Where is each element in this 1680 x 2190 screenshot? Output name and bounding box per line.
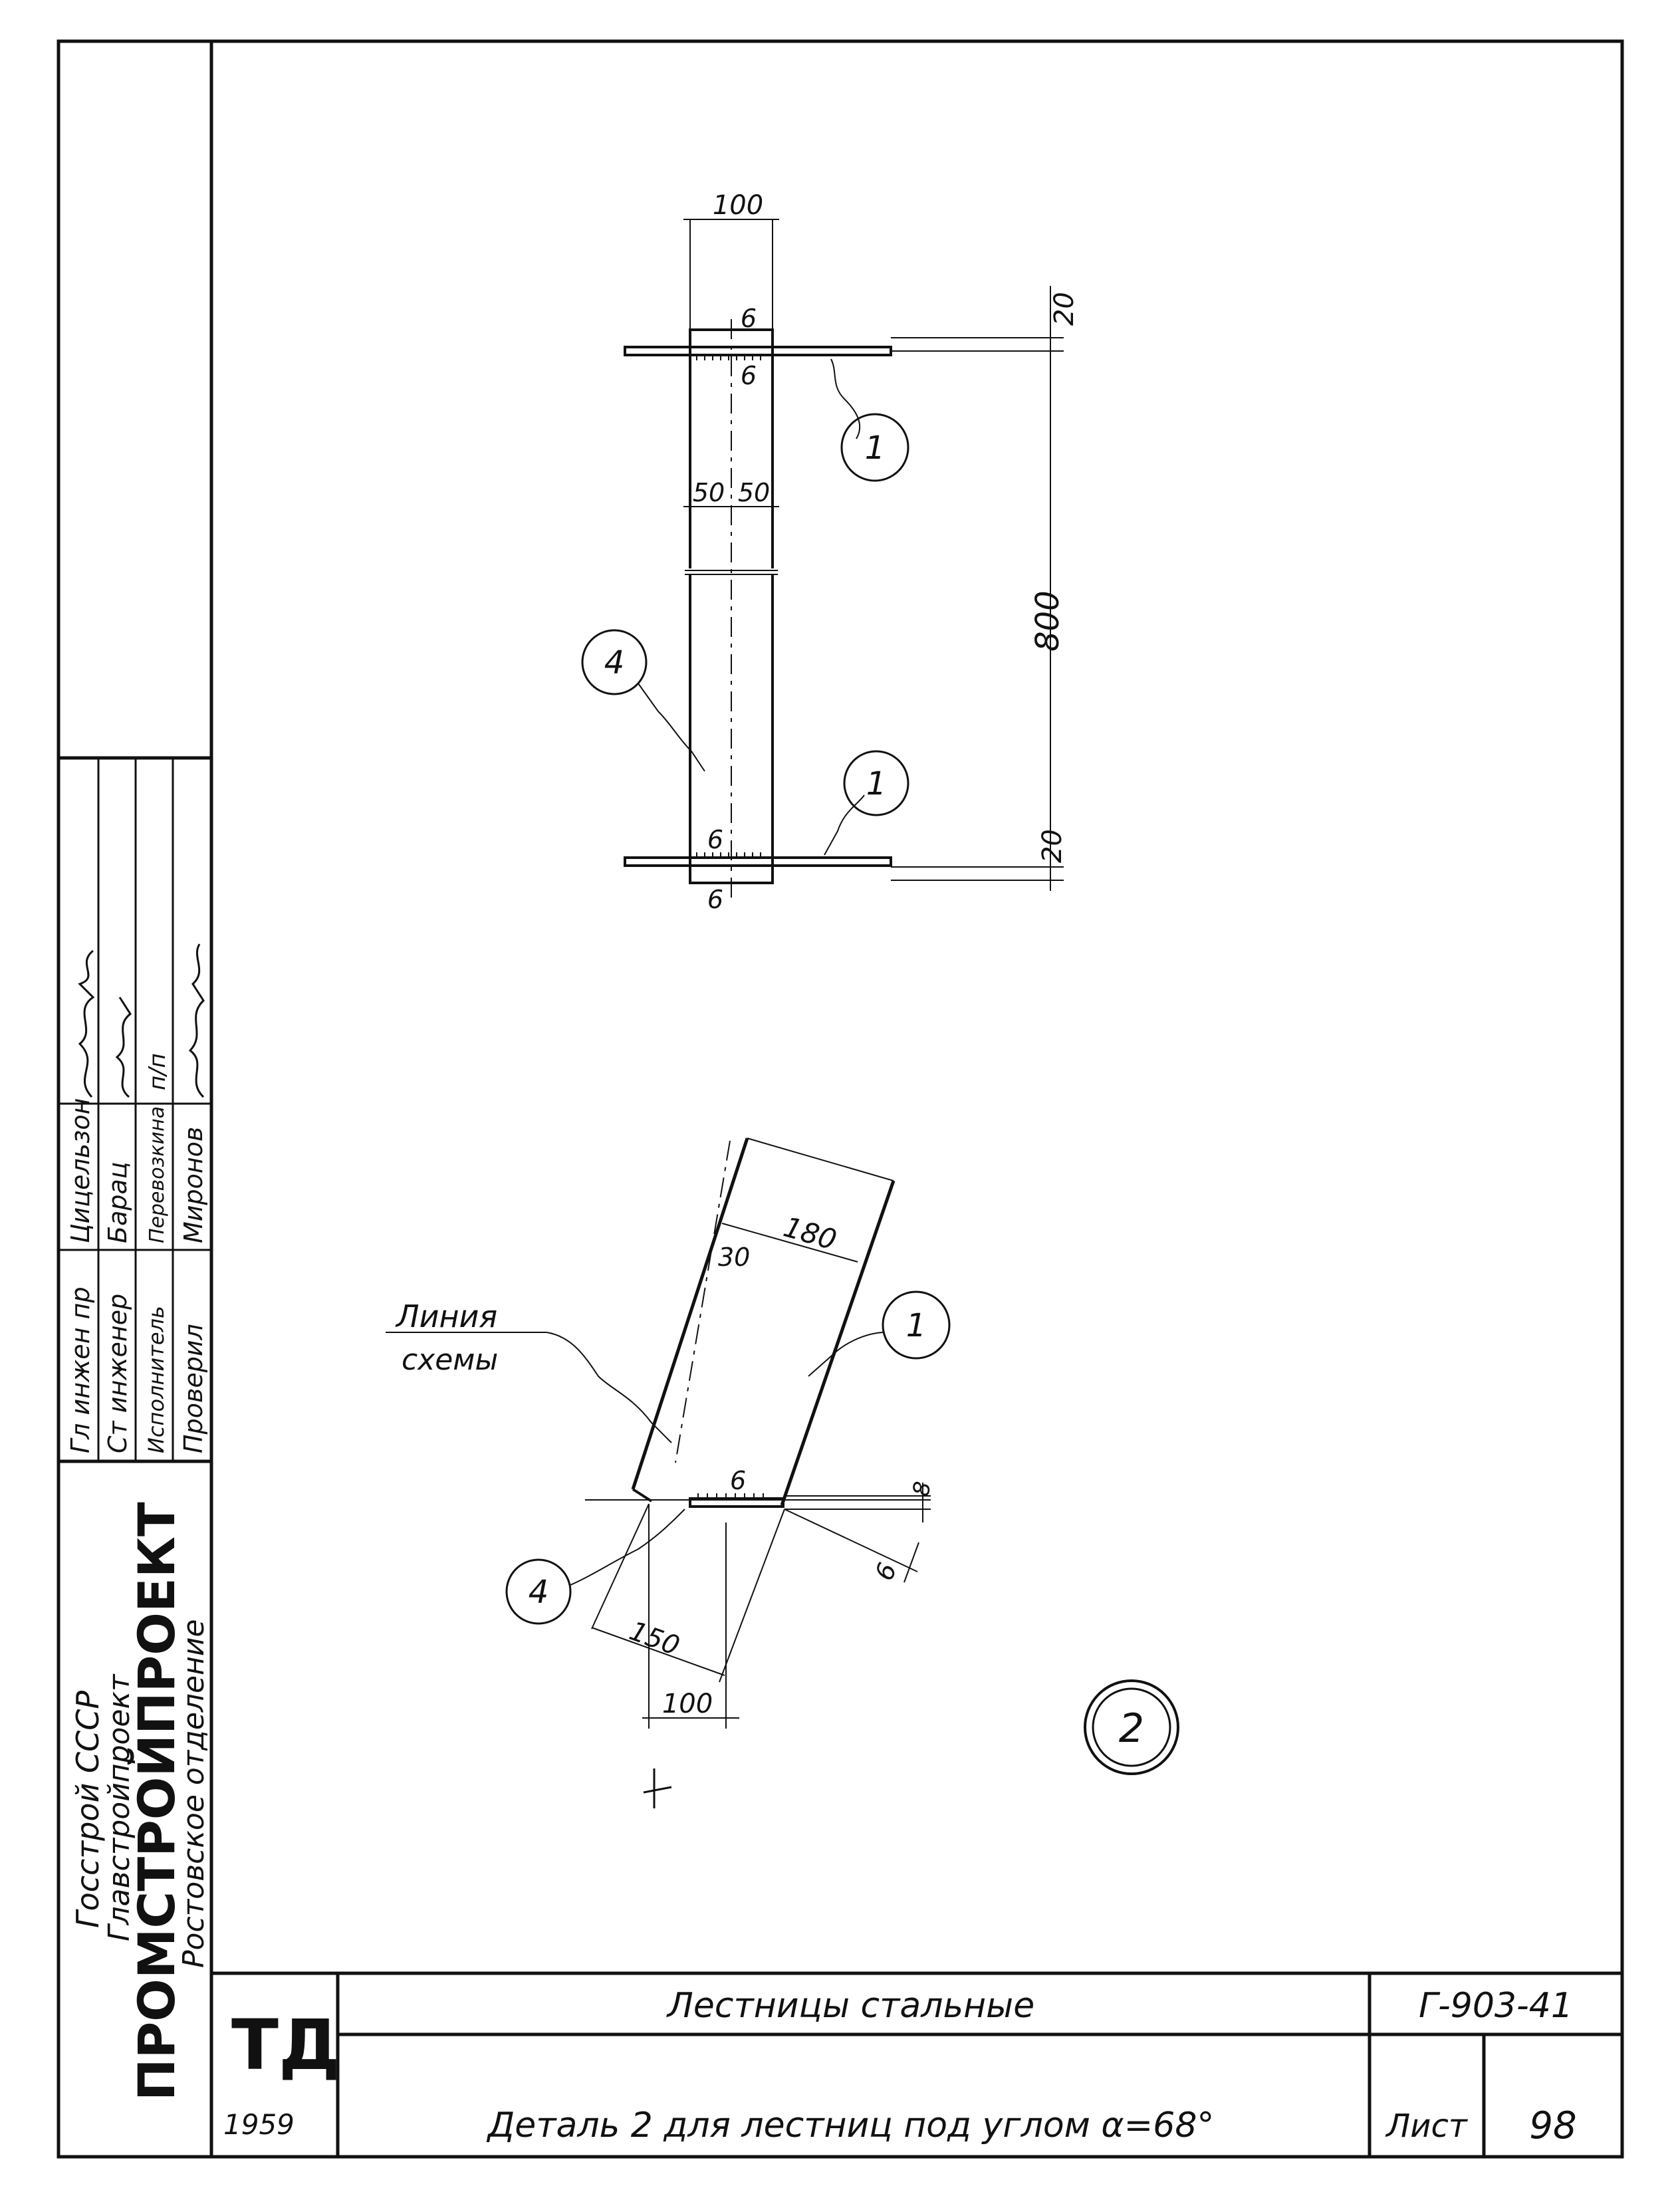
callout-1a: 1: [865, 429, 886, 467]
org-branch: Ростовское отделение: [177, 1619, 211, 1968]
callout-circle-1-lower: [882, 1290, 951, 1360]
callout-circle-1a: [840, 413, 909, 482]
dim-half-left: 50: [693, 478, 725, 507]
callout-1b: 1: [866, 765, 887, 802]
dim-half-right: 50: [738, 478, 770, 507]
weld-bottom-lower: 6: [707, 885, 723, 914]
callout-4-lower: 4: [529, 1574, 549, 1611]
callout-4: 4: [604, 644, 625, 681]
weld-lower: 6: [730, 1466, 746, 1495]
side-stamp: Гл инжен пр Ст инженер Исполнитель Прове…: [59, 756, 211, 2101]
stamp-name-3: Перевозкина: [146, 1106, 169, 1243]
leader-1-lower: [808, 1332, 884, 1377]
callout-circle-4-lower: [505, 1558, 572, 1625]
sheet-number: 98: [1529, 2104, 1576, 2147]
leader-4-lower: [570, 1509, 685, 1586]
signature-mark: п/п: [144, 1053, 171, 1090]
stamp-name-4: Миронов: [179, 1127, 208, 1243]
drawing-code: Г-903-41: [1419, 1986, 1573, 2026]
leader-1b: [824, 794, 865, 856]
weld-hatch-lower: [697, 1493, 764, 1499]
leader-1a: [830, 358, 861, 439]
weld-top-upper: 6: [741, 304, 757, 333]
detail-mark-number: 2: [1119, 1705, 1144, 1752]
stamp-role-3: Исполнитель: [144, 1306, 169, 1453]
org-line-1: Госстрой СССР: [70, 1691, 106, 1928]
weld-hatch-top: [696, 355, 761, 360]
callout-circle-1b: [843, 750, 909, 816]
signature-4: [188, 943, 205, 1098]
dim-100: 100: [662, 1689, 713, 1719]
callout-circle-4: [581, 629, 648, 695]
year: 1959: [223, 2108, 295, 2141]
signature-2: [115, 997, 132, 1098]
stamp-name-2: Барац: [103, 1161, 132, 1243]
leader-4: [638, 683, 705, 772]
dim-180: 180: [780, 1211, 840, 1257]
dim-width: 100: [713, 190, 763, 221]
stamp-role-2: Ст инженер: [103, 1294, 132, 1453]
org-name: ПРОМСТРОЙПРОЕКТ: [127, 1502, 186, 2101]
dim-top-offset: 20: [1049, 292, 1080, 326]
stamp-name-1: Цицельзон: [66, 1098, 95, 1243]
label-line-1: Линия: [395, 1298, 497, 1334]
sheet-frame: [57, 39, 1624, 2159]
lower-view: 180 30 6 8 6 150 100 Линия схемы 1: [386, 1138, 951, 1808]
title-block: ТД 1959 Лестницы стальные Деталь 2 для л…: [223, 1973, 1622, 2157]
org-line-2: Главстройпроект: [102, 1673, 136, 1941]
label-line-2: схемы: [402, 1343, 498, 1377]
stamp-role-4: Проверил: [179, 1324, 208, 1453]
sheet-label: Лист: [1385, 2108, 1469, 2145]
td-logo: ТД: [231, 2005, 340, 2086]
weld-top-lower: 6: [741, 361, 757, 390]
leader-schema: [546, 1332, 672, 1443]
weld-bottom-upper: 6: [707, 825, 723, 854]
upper-view: 100 50 50 6 6 6 6 20 800 20 1 1 4: [581, 190, 1080, 914]
dim-span: 800: [1029, 590, 1066, 652]
stamp-role-1: Гл инжен пр: [66, 1286, 95, 1453]
callout-1-lower: 1: [906, 1307, 927, 1344]
dim-150: 150: [626, 1616, 683, 1661]
drawing-title: Лестницы стальные: [666, 1986, 1034, 2026]
detail-mark: 2: [1084, 1679, 1179, 1775]
dim-bottom-offset: 20: [1037, 829, 1068, 863]
weld-hatch-bottom: [696, 852, 761, 858]
signature-1: [78, 949, 95, 1098]
dim-30: 30: [718, 1243, 750, 1272]
drawing-subtitle: Деталь 2 для лестниц под углом α=68°: [487, 2106, 1215, 2145]
